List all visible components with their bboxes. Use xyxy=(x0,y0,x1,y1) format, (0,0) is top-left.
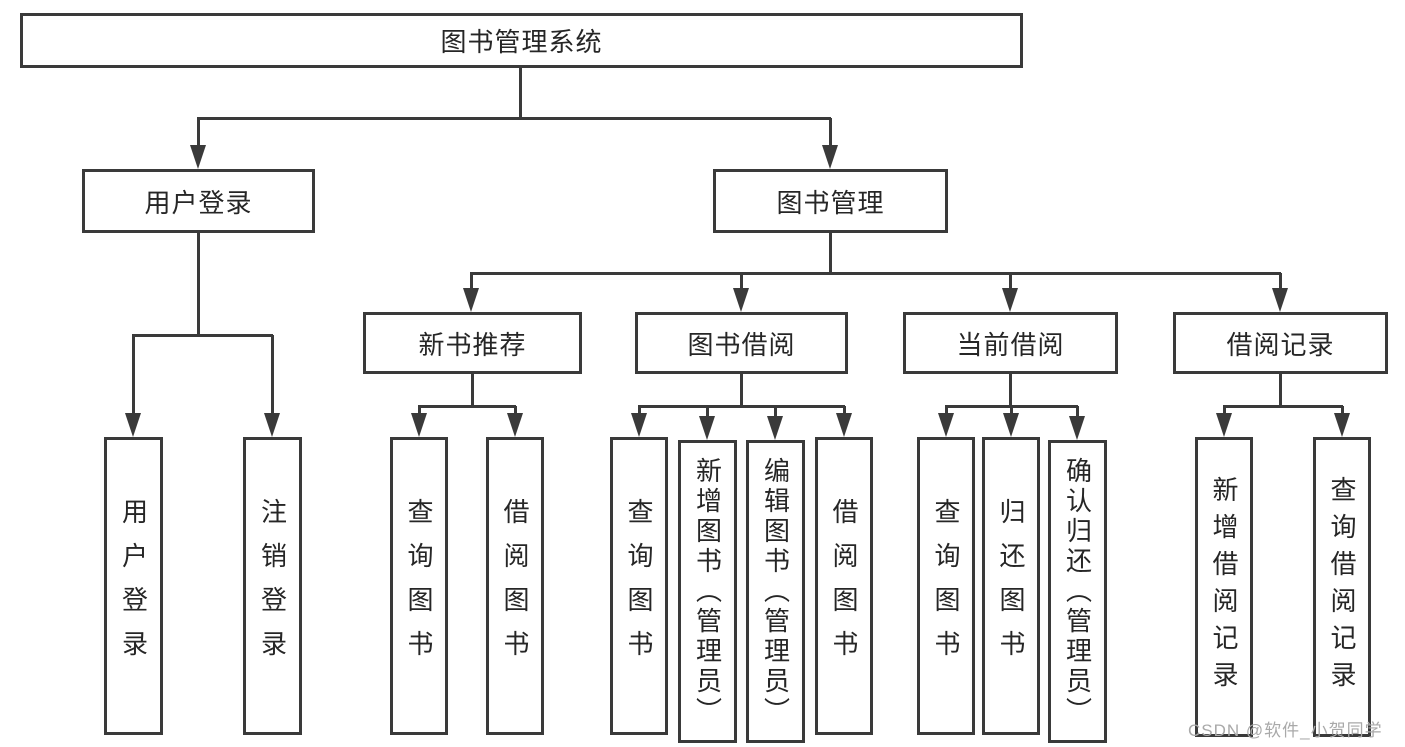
leaf-return-books: 归还图书 xyxy=(982,437,1040,735)
arrow-down-icon xyxy=(1334,413,1350,437)
leaf-add-borrow-record: 新增借阅记录 xyxy=(1195,437,1253,737)
connector-line xyxy=(132,334,273,337)
leaf-borrow-books-2-label: 借阅图书 xyxy=(829,498,859,674)
connector-line xyxy=(829,233,832,273)
arrow-down-icon xyxy=(699,416,715,440)
connector-line xyxy=(1279,374,1282,406)
arrow-down-icon xyxy=(1216,413,1232,437)
node-new-book-recommend-label: 新书推荐 xyxy=(418,329,527,360)
connector-line xyxy=(1076,406,1079,417)
node-book-management-label: 图书管理 xyxy=(776,187,885,218)
connector-line xyxy=(774,406,777,417)
connector-line xyxy=(471,374,474,406)
arrow-down-icon xyxy=(463,288,479,312)
node-book-management: 图书管理 xyxy=(713,169,948,233)
arrow-down-icon xyxy=(631,413,647,437)
leaf-query-books-2: 查询图书 xyxy=(610,437,668,735)
arrow-down-icon xyxy=(190,145,206,169)
leaf-query-books-3-label: 查询图书 xyxy=(931,498,961,674)
arrow-down-icon xyxy=(767,416,783,440)
node-new-book-recommend: 新书推荐 xyxy=(363,312,582,374)
arrow-down-icon xyxy=(1069,416,1085,440)
connector-line xyxy=(1279,273,1282,289)
connector-line xyxy=(1341,406,1344,414)
connector-line xyxy=(418,405,516,408)
arrow-down-icon xyxy=(938,413,954,437)
leaf-logout: 注销登录 xyxy=(243,437,302,735)
node-current-borrow: 当前借阅 xyxy=(903,312,1118,374)
arrow-down-icon xyxy=(836,413,852,437)
leaf-query-books-1-label: 查询图书 xyxy=(404,498,434,674)
connector-line xyxy=(470,272,1281,275)
node-user-login: 用户登录 xyxy=(82,169,315,233)
node-borrow-records: 借阅记录 xyxy=(1173,312,1388,374)
leaf-user-login: 用户登录 xyxy=(104,437,163,735)
leaf-logout-label: 注销登录 xyxy=(257,498,288,674)
node-book-borrow-label: 图书借阅 xyxy=(687,329,796,360)
connector-line xyxy=(638,405,845,408)
arrow-down-icon xyxy=(733,288,749,312)
arrow-down-icon xyxy=(507,413,523,437)
connector-line xyxy=(706,406,709,417)
node-user-login-label: 用户登录 xyxy=(144,187,253,218)
arrow-down-icon xyxy=(264,413,280,437)
connector-line xyxy=(271,335,274,414)
connector-line xyxy=(829,118,832,146)
connector-line xyxy=(519,68,522,118)
connector-line xyxy=(740,374,743,406)
node-current-borrow-label: 当前借阅 xyxy=(956,329,1065,360)
arrow-down-icon xyxy=(822,145,838,169)
node-root: 图书管理系统 xyxy=(20,13,1023,68)
arrow-down-icon xyxy=(1002,288,1018,312)
node-root-label: 图书管理系统 xyxy=(440,27,603,57)
leaf-edit-books-admin: 编辑图书（管理员） xyxy=(746,440,805,743)
connector-line xyxy=(1009,273,1012,289)
leaf-confirm-return-admin: 确认归还（管理员） xyxy=(1048,440,1107,743)
leaf-add-books-admin-label: 新增图书（管理员） xyxy=(692,456,723,727)
connector-line xyxy=(1223,405,1343,408)
leaf-query-borrow-record-label: 查询借阅记录 xyxy=(1327,476,1357,698)
leaf-return-books-label: 归还图书 xyxy=(996,498,1026,674)
arrow-down-icon xyxy=(1003,413,1019,437)
connector-line xyxy=(197,233,200,335)
leaf-add-books-admin: 新增图书（管理员） xyxy=(678,440,737,743)
arrow-down-icon xyxy=(411,413,427,437)
connector-line xyxy=(945,406,948,414)
arrow-down-icon xyxy=(125,413,141,437)
connector-line xyxy=(843,406,846,414)
leaf-query-books-1: 查询图书 xyxy=(390,437,448,735)
connector-line xyxy=(197,117,831,120)
leaf-borrow-books-2: 借阅图书 xyxy=(815,437,873,735)
connector-line xyxy=(740,273,743,289)
leaf-borrow-books-1: 借阅图书 xyxy=(486,437,544,735)
connector-line xyxy=(1009,374,1012,406)
leaf-edit-books-admin-label: 编辑图书（管理员） xyxy=(760,456,791,727)
csdn-watermark: CSDN @软件_小贺同学 xyxy=(1188,721,1383,740)
leaf-user-login-label: 用户登录 xyxy=(118,498,149,674)
leaf-borrow-books-1-label: 借阅图书 xyxy=(500,498,530,674)
leaf-add-borrow-record-label: 新增借阅记录 xyxy=(1209,476,1239,698)
connector-line xyxy=(418,406,421,414)
connector-line xyxy=(514,406,517,414)
node-borrow-records-label: 借阅记录 xyxy=(1226,329,1335,360)
leaf-query-borrow-record: 查询借阅记录 xyxy=(1313,437,1371,737)
connector-line xyxy=(1010,406,1013,414)
connector-line xyxy=(1223,406,1226,414)
arrow-down-icon xyxy=(1272,288,1288,312)
leaf-query-books-2-label: 查询图书 xyxy=(624,498,654,674)
connector-line xyxy=(132,335,135,414)
connector-line xyxy=(197,118,200,146)
connector-line xyxy=(638,406,641,414)
connector-line xyxy=(470,273,473,289)
leaf-query-books-3: 查询图书 xyxy=(917,437,975,735)
node-book-borrow: 图书借阅 xyxy=(635,312,848,374)
leaf-confirm-return-admin-label: 确认归还（管理员） xyxy=(1062,456,1093,727)
